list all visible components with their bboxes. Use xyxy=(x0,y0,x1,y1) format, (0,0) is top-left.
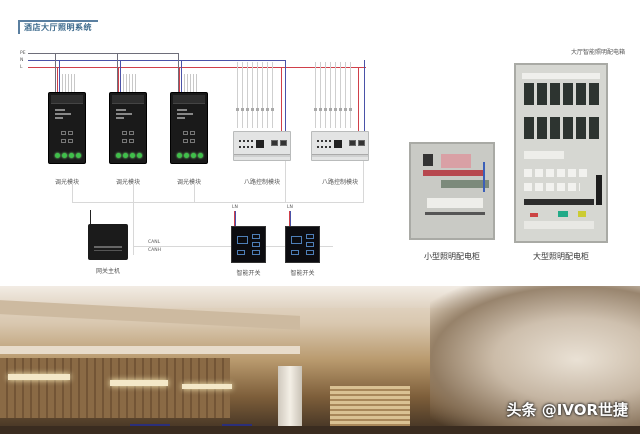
gateway-label: 网关主机 xyxy=(95,268,120,275)
bus-drop xyxy=(72,185,73,203)
l-wire xyxy=(28,67,366,68)
dimming-module-3 xyxy=(170,92,208,164)
fuse-row xyxy=(314,108,352,111)
n-drop xyxy=(120,60,121,93)
bus-label-n: N xyxy=(20,58,24,63)
bus-drop xyxy=(133,185,134,203)
output-wires xyxy=(315,62,351,128)
smart-switch-label: 智能开关 xyxy=(290,270,315,277)
dimming-module-label: 调光模块 xyxy=(176,179,201,186)
l-drop xyxy=(118,67,119,93)
large-cabinet-photo xyxy=(514,63,608,243)
l-drop xyxy=(57,67,58,93)
page-title: 酒店大厅照明系统 xyxy=(24,23,92,32)
bus-drop xyxy=(363,161,364,203)
antenna-icon xyxy=(90,210,91,224)
switch-feed-label: LN xyxy=(232,205,238,210)
switch-feed-wire xyxy=(234,211,236,227)
bus-drop xyxy=(194,185,195,203)
small-cabinet-label: 小型照明配电柜 xyxy=(424,252,480,261)
l-drop xyxy=(358,67,359,132)
pe-drop xyxy=(55,53,56,93)
output-wires xyxy=(123,74,137,93)
bus-to-gateway xyxy=(133,202,134,255)
relay-module-2 xyxy=(311,131,369,161)
dimming-module-label: 调光模块 xyxy=(54,179,79,186)
n-drop xyxy=(285,60,286,132)
smart-switch-label: 智能开关 xyxy=(236,270,261,277)
canh-label: CANH xyxy=(148,248,161,253)
l-drop xyxy=(179,67,180,93)
dimming-module-1 xyxy=(48,92,86,164)
bus-label-l: L xyxy=(20,65,23,70)
relay-module-label: 八路控制模块 xyxy=(243,179,280,186)
switch-feed-label: LN xyxy=(287,205,293,210)
canl-label: CANL xyxy=(148,240,161,245)
n-wire xyxy=(28,60,286,61)
dimming-module-label: 调光模块 xyxy=(115,179,140,186)
gateway-device xyxy=(88,224,128,260)
bus-label-pe: PE xyxy=(20,51,26,56)
l-drop xyxy=(281,67,282,132)
pe-wire xyxy=(28,53,178,54)
output-wires xyxy=(184,74,198,93)
small-cabinet-photo xyxy=(409,142,495,240)
output-wires xyxy=(237,62,273,128)
hotel-lobby-photo: 头条 @IVOR世捷 xyxy=(0,286,640,434)
pe-drop xyxy=(117,53,118,93)
fuse-row xyxy=(236,108,274,111)
pe-drop xyxy=(178,53,179,93)
n-drop xyxy=(181,60,182,93)
relay-module-label: 八路控制模块 xyxy=(321,179,358,186)
bus-drop xyxy=(285,161,286,203)
large-cabinet-label: 大型照明配电柜 xyxy=(533,252,589,261)
page-title-frame: 酒店大厅照明系统 xyxy=(18,20,98,34)
switch-feed-wire xyxy=(289,211,291,227)
n-drop xyxy=(59,60,60,93)
cabinet-section-title: 大厅智能照明配电箱 xyxy=(570,49,625,56)
n-drop xyxy=(364,60,365,132)
dimming-module-2 xyxy=(109,92,147,164)
smart-switch-1 xyxy=(231,226,266,263)
watermark: 头条 @IVOR世捷 xyxy=(506,401,628,419)
bus-trunk xyxy=(72,202,364,203)
relay-module-1 xyxy=(233,131,291,161)
smart-switch-2 xyxy=(285,226,320,263)
output-wires xyxy=(62,74,76,93)
